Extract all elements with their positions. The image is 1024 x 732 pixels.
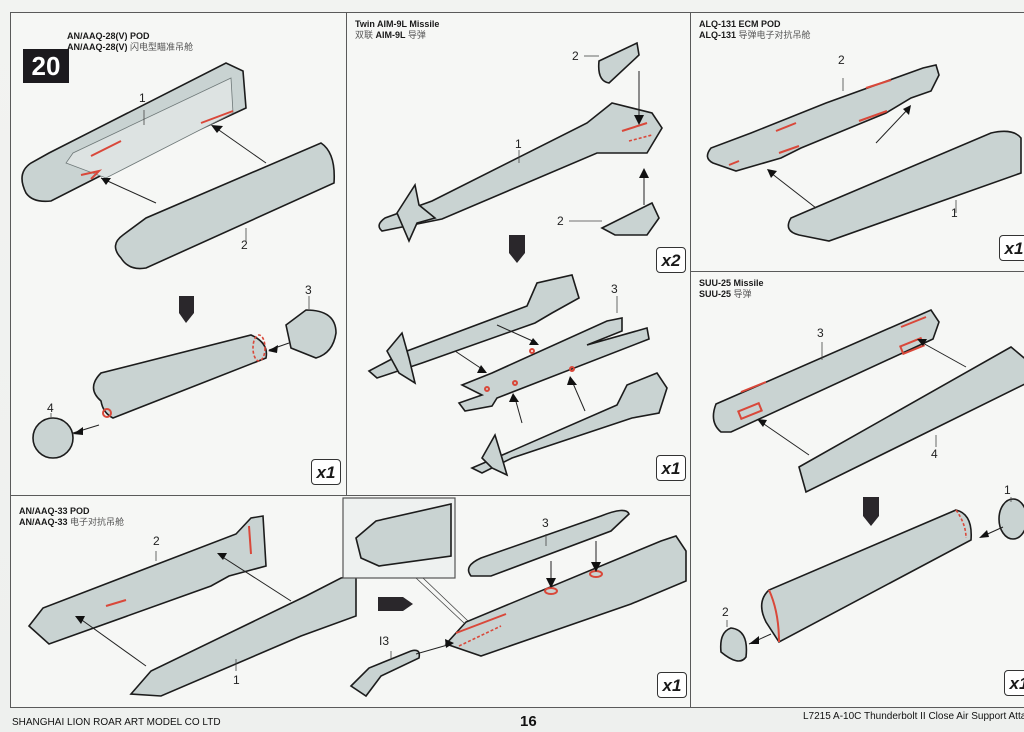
footer-kit-title: L7215 A-10C Thunderbolt II Close Air Sup… [803,711,1024,722]
panel-alq131-ecm-pod: ALQ-131 ECM POD ALQ-131 导弹电子对抗吊舱 2 1 x1 [690,12,1024,272]
quantity-badge: x1 [311,459,341,485]
callout-1: 1 [139,91,146,105]
part-2-shell [706,64,940,172]
title-cn: 闪电型瞄准吊舱 [130,42,194,52]
part-2-half [114,142,336,270]
callout-1: 1 [1004,483,1011,497]
title-en: SUU-25 Missile [699,278,764,288]
callout-2: 2 [722,605,729,619]
callout-1: 1 [951,206,958,220]
part-3-launcher [457,317,650,412]
panel-title: Twin AIM-9L Missile 双联 AIM-9L 导弹 [355,19,439,41]
quantity-text: x1 [1009,674,1024,693]
title-cn: 导弹电子对抗吊舱 [738,30,811,40]
part-i3-nose [349,649,421,698]
part-4-nose [32,417,74,459]
panel-twin-aim9l: Twin AIM-9L Missile 双联 AIM-9L 导弹 [346,12,691,496]
sequence-arrow-right [378,597,413,611]
title-cn-mid: AIM-9L [375,30,406,40]
pod-assembled-body [444,535,687,657]
title-cn-prefix: ALQ-131 [699,30,737,40]
part-1-body [787,130,1022,242]
title-cn: 导弹 [733,289,752,299]
callout-4: 4 [931,447,938,461]
part-2-nose-cap [719,627,748,662]
glue-ring [252,334,266,362]
title-en: Twin AIM-9L Missile [355,19,440,29]
sequence-arrow-down [863,497,879,526]
suu25-tube [760,509,973,644]
part-1-interior [65,77,234,179]
callout-2: 2 [838,53,845,67]
part-3-rail [467,509,630,577]
title-en: AN/AAQ-28(V) POD [67,31,150,41]
callout-2-top: 2 [572,49,579,63]
panel-title: AN/AAQ-28(V) POD AN/AAQ-28(V) 闪电型瞄准吊舱 [67,31,193,53]
aaq28-diagram [21,62,337,459]
title-cn: 电子对抗吊舱 [70,517,125,527]
title-en: ALQ-131 ECM POD [699,19,781,29]
callout-1: 1 [515,137,522,151]
panel-title: SUU-25 Missile SUU-25 导弹 [699,278,764,300]
part-1-tail-cap [998,498,1024,540]
aim9l-diagram [367,41,668,477]
callout-2: 2 [241,238,248,252]
callout-3: 3 [305,283,312,297]
panel-title: AN/AAQ-33 POD AN/AAQ-33 电子对抗吊舱 [19,506,124,528]
sequence-arrow-down [509,235,525,263]
callout-4: 4 [47,401,54,415]
page-number: 16 [520,713,537,730]
footer-company: SHANGHAI LION ROAR ART MODEL CO LTD [12,717,221,728]
part-2-half [27,515,267,645]
panel-aaq28-pod: 20 AN/AAQ-28(V) POD AN/AAQ-28(V) 闪电型瞄准吊舱 [10,12,347,496]
callout-2-bottom: 2 [557,214,564,228]
glue-mark [80,110,234,180]
quantity-badge: x1 [1004,670,1024,696]
panel-aaq33-pod: AN/AAQ-33 POD AN/AAQ-33 电子对抗吊舱 [10,495,691,708]
title-cn-prefix: SUU-25 [699,289,732,299]
panel-suu25-missile: SUU-25 Missile SUU-25 导弹 [690,271,1024,708]
quantity-badge-top: x2 [656,247,686,273]
step-number: 20 [23,49,69,83]
pod-body [92,334,268,419]
part-4-half [798,346,1024,494]
title-cn-prefix: AN/AAQ-28(V) [67,42,128,52]
part-2-fin-bottom [600,201,660,236]
callout-i3: I3 [379,634,390,648]
title-cn-prefix: 双联 [355,30,374,40]
quantity-text: x2 [661,251,681,270]
sequence-arrow-down [179,296,194,323]
callout-3: 3 [611,282,618,296]
title-en: AN/AAQ-33 POD [19,506,90,516]
part-3-half [712,308,940,433]
part-3-cap [285,309,337,359]
callout-1: 1 [233,673,240,687]
quantity-badge: x1 [999,235,1024,261]
part-1-missile [378,102,663,232]
suu25-diagram [712,308,1024,662]
quantity-badge: x1 [657,672,687,698]
quantity-badge-bottom: x1 [656,455,686,481]
callout-3: 3 [817,326,824,340]
missile-canard [396,182,437,243]
panel-title: ALQ-131 ECM POD ALQ-131 导弹电子对抗吊舱 [699,19,811,41]
callout-2: 2 [153,534,160,548]
aaq33-diagram [27,497,687,698]
quantity-text: x1 [661,459,681,478]
quantity-text: x1 [316,463,336,482]
part-2-fin-top [597,41,640,84]
quantity-text: x1 [1004,239,1024,258]
quantity-text: x1 [662,676,682,695]
alq131-diagram [706,64,1022,242]
callout-3: 3 [542,516,549,530]
title-cn-prefix: AN/AAQ-33 [19,517,68,527]
title-cn: 导弹 [407,30,426,40]
